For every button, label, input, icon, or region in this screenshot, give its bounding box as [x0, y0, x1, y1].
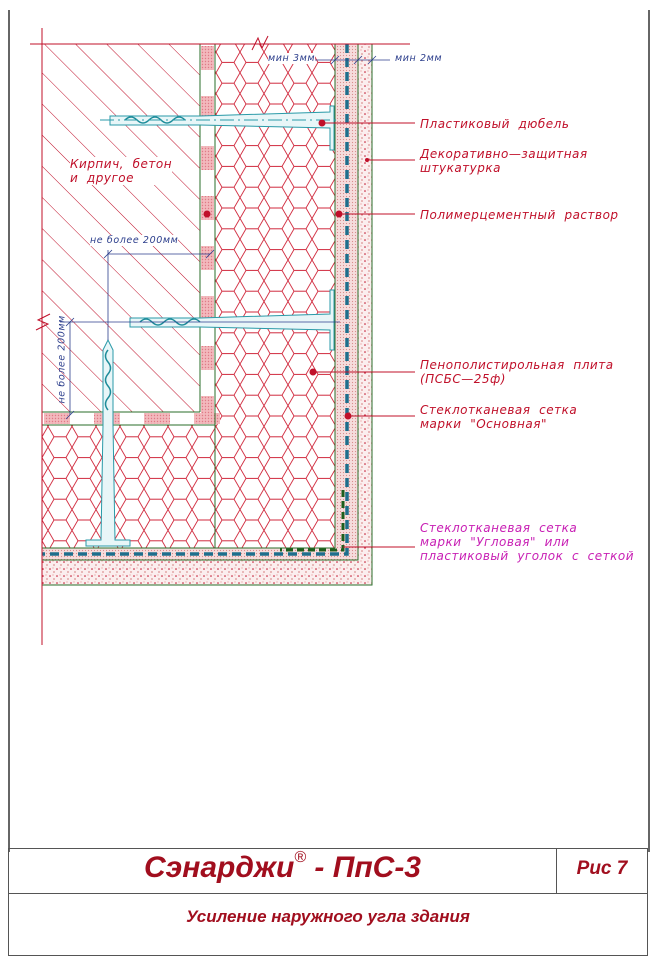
title-divider: [556, 849, 557, 893]
registered-mark: ®: [294, 849, 307, 866]
brand-name: Сэнарджи: [143, 851, 295, 884]
adhesive-dab: [194, 413, 220, 424]
adhesive-dab: [44, 413, 70, 424]
product-code: - ПпС-3: [306, 851, 421, 884]
sheet-border-left: [8, 10, 10, 852]
adhesive-dab: [201, 146, 214, 170]
label-mesh-corner: Стеклотканевая сетка марки "Угловая" или…: [420, 521, 635, 563]
dim-min-2mm: мин 2мм: [395, 53, 443, 64]
adhesive-dab: [201, 46, 214, 70]
adhesive-dab: [201, 296, 214, 320]
decorative-plaster: [42, 44, 373, 586]
label-mortar: Полимерцементный раствор: [420, 208, 619, 222]
label-eps-plate: Пенополистирольная плита (ПСБС—25ф): [420, 358, 614, 386]
adhesive-dab: [201, 96, 214, 120]
product-title: Сэнарджи® - ПпС-3: [9, 849, 556, 885]
figure-number: Рис 7: [576, 858, 628, 879]
dim-min-3mm: мин 3мм: [268, 53, 316, 64]
dowel-lower: [85, 338, 131, 547]
sheet-border-right: [648, 10, 650, 852]
dowel-upper: [100, 105, 340, 151]
mesh-corner: [280, 490, 345, 552]
dim-max-200-vertical: не более 200мм: [56, 315, 68, 404]
label-dowel: Пластиковый дюбель: [420, 117, 570, 131]
label-wall: Кирпич, бетон и другое: [70, 157, 173, 185]
drawing-subtitle: Усиление наружного угла здания: [186, 907, 470, 926]
leader-lines: [313, 122, 415, 548]
adhesive-dab: [201, 346, 214, 370]
adhesive-dab: [144, 413, 170, 424]
title-block: Сэнарджи® - ПпС-3 Рис 7 Усиление наружно…: [8, 848, 648, 956]
label-mesh-main: Стеклотканевая сетка марки "Основная": [420, 403, 578, 431]
dowel-middle: [60, 289, 340, 351]
leader-dots: [203, 119, 369, 420]
adhesive-dab: [201, 246, 214, 270]
label-plaster: Декоративно—защитная штукатурка: [420, 147, 588, 175]
dim-max-200-horizontal: не более 200мм: [90, 235, 179, 246]
masonry-wall: [42, 44, 200, 412]
corner-reinforcement-drawing: [30, 28, 415, 645]
